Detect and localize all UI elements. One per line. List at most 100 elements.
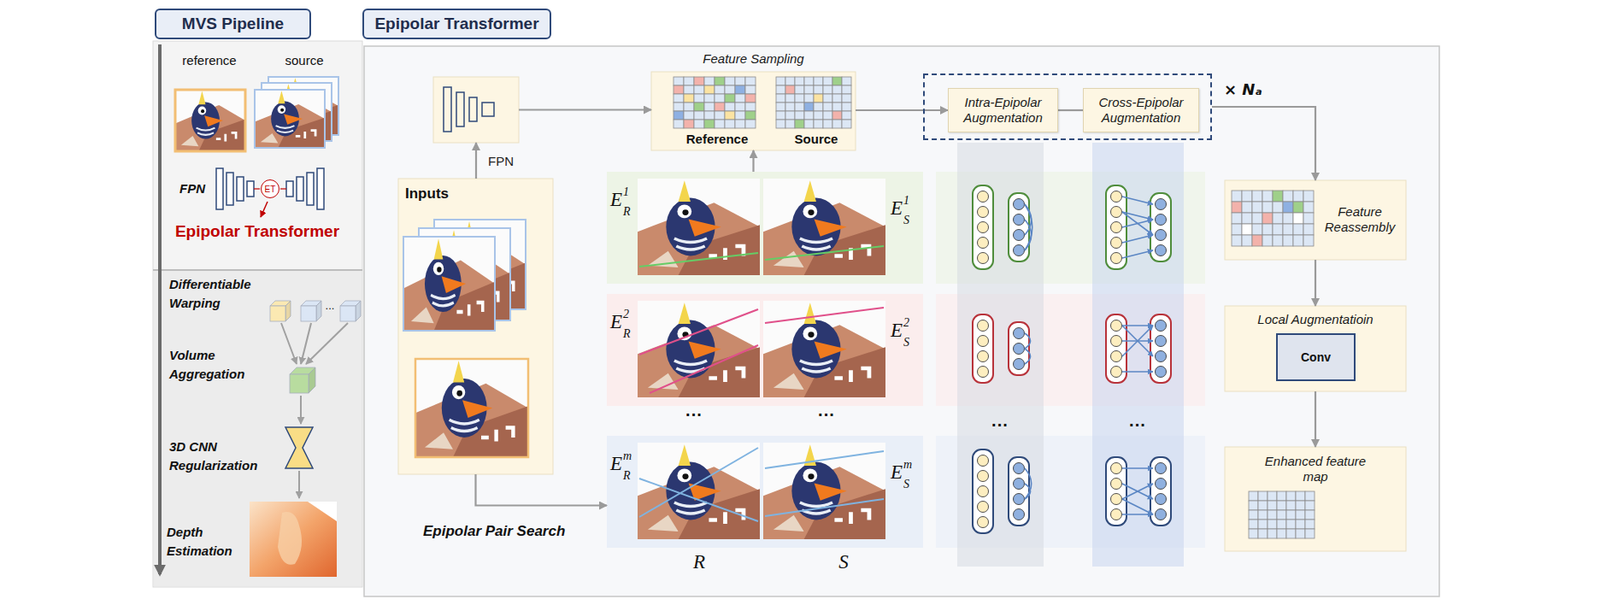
grid-cell [1231,212,1242,224]
node-text: × Nₐ [1223,80,1263,99]
text-label: Epipolar Pair Search [423,523,565,541]
attention-link [1122,235,1153,243]
grid-cell [785,94,795,103]
grid-cell [1276,519,1287,530]
epipolar-line [649,345,759,394]
grid-cell [673,119,684,129]
grid-cell [794,85,805,95]
source-photo [763,300,886,398]
grid-cell [745,102,756,112]
column-strip [1092,142,1184,567]
grid-cell [813,94,824,103]
cube-shade [308,367,316,394]
token-circle [1111,463,1123,475]
epipolar-line [764,246,884,260]
grid-cell [1286,529,1296,539]
grid-cell [823,85,833,95]
connector [475,142,477,179]
grid-cell [823,102,833,112]
connector [1211,106,1316,181]
grid-cell [673,76,684,86]
node-text: Epipolar Transformer [374,14,539,34]
fpn-link [253,188,260,189]
flow-arrow [300,395,302,424]
token-circle [1155,463,1167,475]
process-box: Enhanced feature map [1224,447,1406,552]
grid-cell [1241,235,1253,247]
grid-cell [673,102,684,112]
grid-cell [745,94,756,103]
grid-cell [1282,235,1294,247]
grid-cell [1231,201,1242,213]
token-circle [1013,343,1025,355]
grid-cell [1303,235,1314,247]
grid-cell [724,94,736,103]
flow-arrow [300,323,312,365]
cube-side [285,300,291,322]
node-text: 2 [903,316,910,330]
epipolar-line [639,447,759,518]
grid-cell [745,111,756,120]
grid-cell [1241,201,1253,213]
attention-link [1122,325,1153,357]
panel-bg [364,46,1440,597]
grid-cell [683,85,695,95]
grid-cell [1286,491,1296,501]
text-label: S [826,551,861,574]
node-text: Intra-Epipolar Augmentation [952,94,1054,126]
grid-cell [1252,212,1263,224]
box-fill [1224,305,1406,392]
text-label: ... [321,299,339,312]
fpn-link [280,188,287,189]
box-fill [1224,180,1406,260]
process-box: Feature Reassembly [1224,180,1406,260]
grid-cell [714,119,725,129]
grid-cell [832,76,842,86]
cube-side [316,300,322,322]
grid-cell [1262,223,1273,236]
box-fill [398,178,553,475]
node-column [1150,457,1171,526]
grid-cell [724,102,736,112]
tab-header: Epipolar Transformer [362,8,552,40]
node-text: Local Augmentatioin [1224,311,1406,328]
reference-photo [415,358,529,458]
grid-cell [673,94,684,103]
grid-cell [794,102,805,112]
grid-cell [694,119,705,129]
connector [1314,391,1317,448]
token-circle [1111,494,1123,506]
token-circle [1111,222,1123,234]
cube-side [308,367,316,394]
grid-cell [1303,212,1314,224]
cnn-hourglass [285,427,313,469]
grid-cell [1262,212,1273,224]
grid-cell [1272,235,1283,247]
epipolar-band: ER2ES2 [606,294,924,406]
grid-cell [841,94,852,103]
node-column [1105,314,1127,383]
grid-cell [1258,500,1268,511]
epipolar-line [764,451,884,469]
box-fill [433,76,519,143]
grid-cell [1262,190,1273,202]
photo-frame [175,89,246,152]
node-text: E [610,311,623,334]
node-text: Feature Sampling [651,51,856,67]
photo-frame [403,236,495,331]
epipolar-line [639,309,759,355]
panel-bg [152,41,363,588]
source-photo [763,178,886,276]
depth-blob [277,511,302,565]
grid-cell [735,119,746,129]
epipolar-band: ER1ES1 [606,171,924,284]
grid-cell [785,102,795,112]
grid-cell [813,111,824,120]
grid-cell [832,94,842,103]
attention-link [1122,196,1153,205]
grid-cell [1305,510,1315,520]
cube-front [289,374,309,394]
grid-cell [823,111,833,120]
token-circle [1111,237,1123,249]
